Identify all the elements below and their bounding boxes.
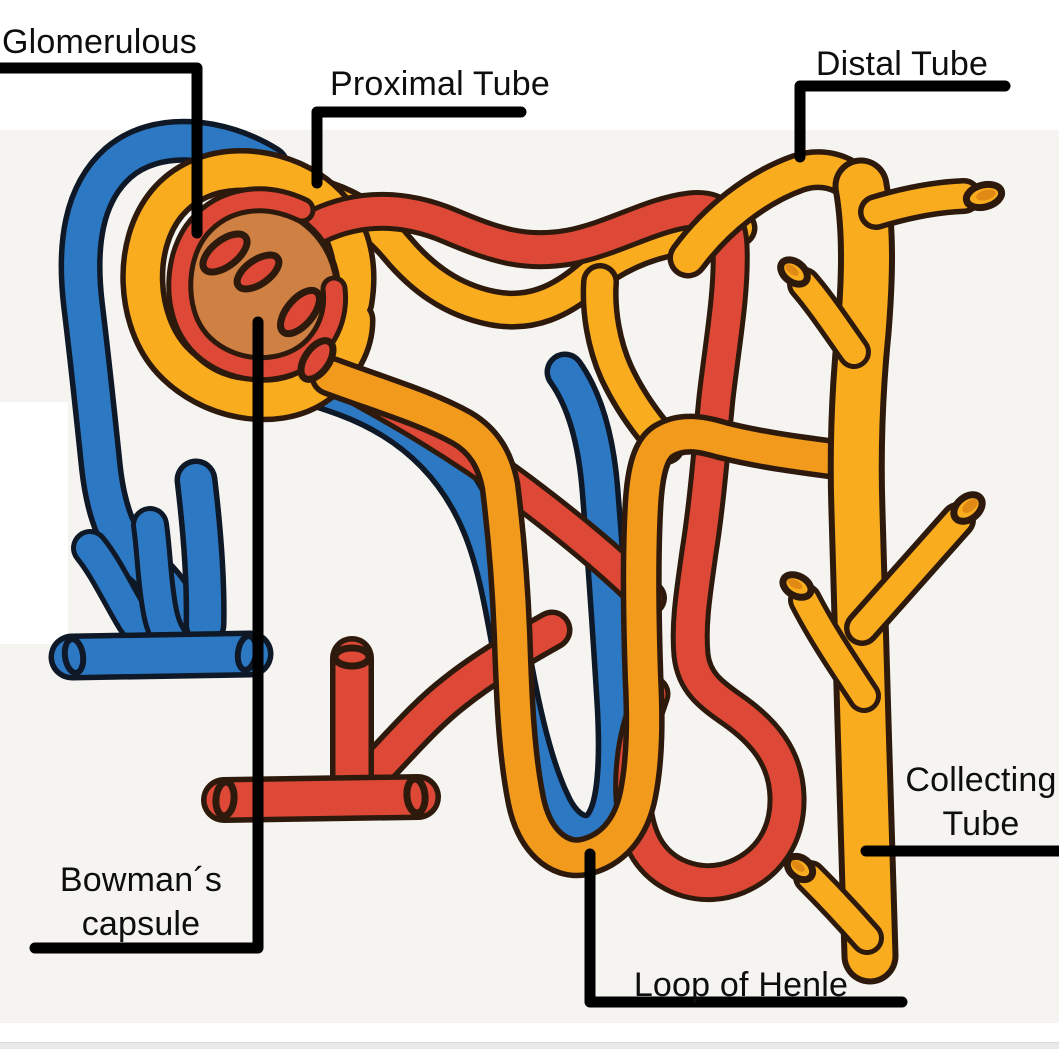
label-collecting-tube: Collecting Tube (871, 758, 1059, 846)
glomerulous-leader-line (0, 62, 203, 239)
leader-lines (0, 62, 1059, 1008)
label-proximal-text: Proximal Tube (330, 65, 550, 103)
proximal-leader-line (311, 106, 527, 189)
label-henle-text: Loop of Henle (633, 966, 849, 1004)
label-bowman-line2: capsule (81, 905, 201, 943)
bowman-leader-line (29, 316, 264, 954)
henle-leader-line (584, 848, 908, 1008)
glomerulus-capillary-ovals (199, 230, 337, 383)
artery-open-end-icon (403, 775, 429, 817)
label-proximal-tube: Proximal Tube (330, 62, 550, 106)
artery-open-end-icon (212, 778, 238, 820)
label-distal-text: Distal Tube (815, 45, 989, 83)
collecting-tube-yellow (777, 180, 1006, 956)
label-bowmans-capsule: Bowman´s capsule (31, 858, 251, 946)
artery-open-end-icon (331, 644, 373, 670)
vein-open-end-icon (61, 636, 87, 676)
label-bowman-line1: Bowman´s (59, 861, 223, 899)
label-distal-tube: Distal Tube (812, 42, 992, 86)
glomerulus-tuft (172, 200, 339, 383)
distal-tube-yellow (688, 170, 856, 258)
label-collecting-line1: Collecting (905, 761, 1057, 799)
collecting-branch-open-ends (777, 180, 1006, 884)
label-loop-of-henle: Loop of Henle (631, 963, 851, 1007)
page-footer-strip (0, 1042, 1059, 1049)
paper-edge-notch (0, 402, 68, 644)
label-glomerulous: Glomerulous (2, 20, 197, 64)
label-collecting-line2: Tube (942, 805, 1020, 843)
distal-leader-line (794, 80, 1011, 163)
renal-artery-red (215, 375, 648, 817)
label-glomerulous-text: Glomerulous (2, 23, 197, 61)
